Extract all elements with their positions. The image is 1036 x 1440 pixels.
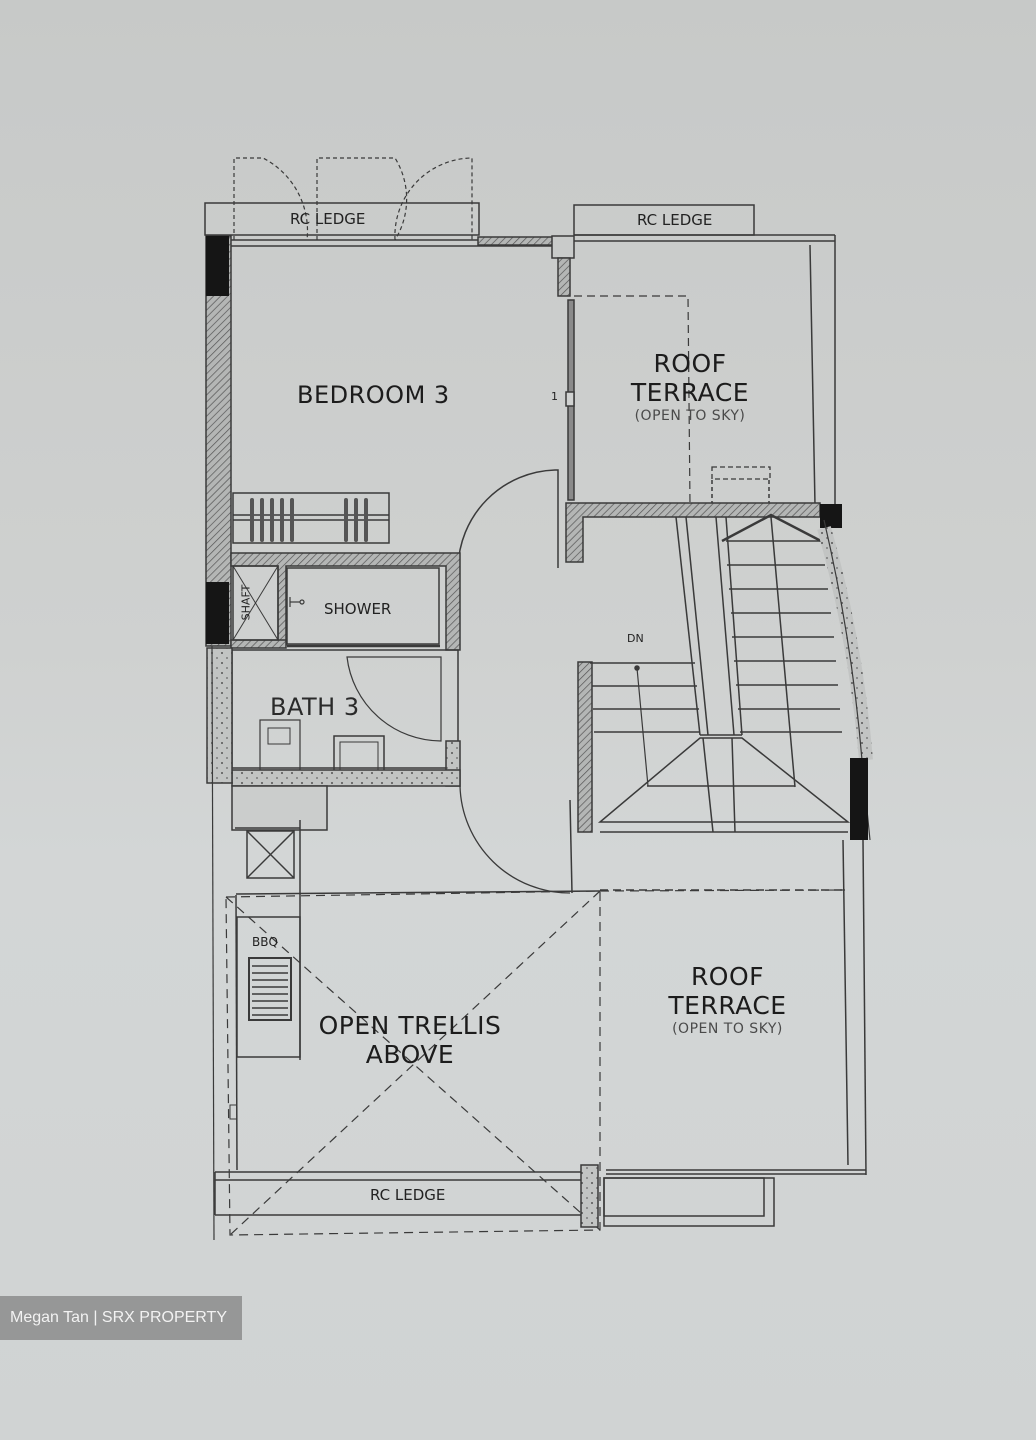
open-trellis-label: OPEN TRELLIS ABOVE <box>300 1011 520 1070</box>
balcony-door-swings <box>233 157 473 241</box>
column-bottom-mid <box>580 1164 599 1228</box>
roof-terrace-bottom-line2: TERRACE <box>668 990 787 1020</box>
rc-ledge-bottom-label: RC LEDGE <box>370 1186 446 1204</box>
open-trellis-line2: ABOVE <box>365 1039 455 1069</box>
open-trellis-line1: OPEN TRELLIS <box>318 1011 502 1040</box>
bath-3-label: BATH 3 <box>270 693 360 721</box>
shower-label: SHOWER <box>324 600 392 618</box>
open-trellis-outline <box>225 889 846 1236</box>
rc-ledge-top-left <box>204 202 480 236</box>
rc-ledge-top-left-label: RC LEDGE <box>290 210 366 228</box>
watermark: Megan Tan | SRX PROPERTY <box>0 1296 242 1340</box>
left-wall-upper <box>205 235 232 647</box>
roof-terrace-bottom-line1: ROOF <box>690 962 765 991</box>
bbq-label: BBQ <box>252 935 278 949</box>
wardrobe <box>232 492 390 544</box>
marker-label: 1 <box>551 390 558 403</box>
column-top-left <box>206 236 229 296</box>
column-mid-left <box>206 582 229 644</box>
entry-door-swing <box>459 785 571 894</box>
stair-direction-label: DN <box>627 632 644 645</box>
shaft-label: SHAFT <box>239 584 253 621</box>
rc-ledge-bottom <box>214 1171 582 1216</box>
staircase <box>577 513 851 833</box>
curved-wall <box>817 526 873 761</box>
roof-terrace-top-line1: ROOF <box>653 349 727 378</box>
roof-terrace-top-line2: TERRACE <box>630 377 750 407</box>
roof-terrace-top-note: (OPEN TO SKY) <box>634 407 746 424</box>
rc-ledge-top-right-label: RC LEDGE <box>637 211 713 229</box>
service-shaft-lower <box>246 830 295 879</box>
bedroom-3-label: BEDROOM 3 <box>297 381 450 409</box>
shower-fixture <box>289 597 305 607</box>
roof-terrace-top-label: ROOF TERRACE (OPEN TO SKY) <box>620 349 760 424</box>
column-stair-bottom <box>850 758 868 840</box>
roof-terrace-bottom-note: (OPEN TO SKY) <box>672 1020 783 1037</box>
shower-enclosure <box>286 567 440 645</box>
roof-terrace-bottom-label: ROOF TERRACE (OPEN TO SKY) <box>655 962 800 1037</box>
column-stair-top <box>820 504 842 528</box>
shaft-box <box>232 565 279 641</box>
bath-door-swing <box>346 656 442 742</box>
bbq-counter <box>236 916 301 1058</box>
bedroom-door-swing <box>457 469 559 569</box>
